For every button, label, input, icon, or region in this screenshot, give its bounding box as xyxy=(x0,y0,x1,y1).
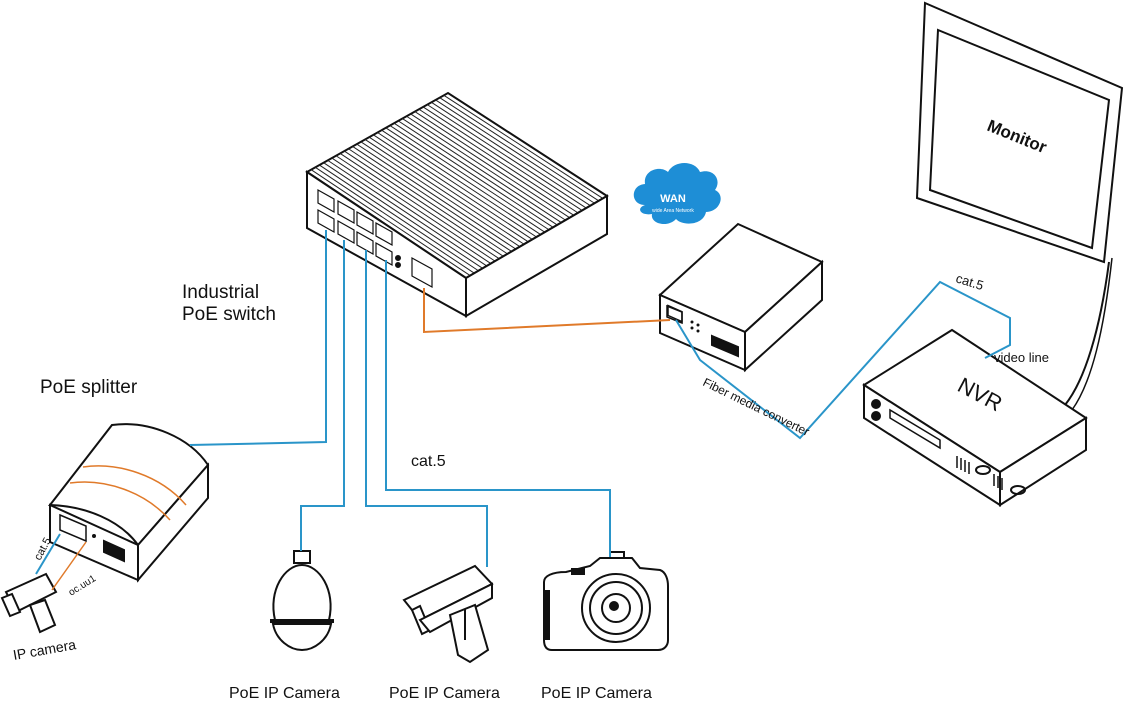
poe-camera-2-label: PoE IP Camera xyxy=(389,685,500,702)
heat-sink-fin xyxy=(389,125,550,231)
oc-splitter-label: oc.uu1 xyxy=(67,573,99,598)
wan-subtitle: wide Area Network xyxy=(652,208,694,214)
heat-sink-fin xyxy=(443,94,604,199)
cable-splitter-fiber xyxy=(51,541,87,591)
heat-sink-fin xyxy=(431,101,591,207)
splitter-label: PoE splitter xyxy=(40,377,138,398)
poe-splitter-icon xyxy=(48,423,210,583)
heat-sink-fin xyxy=(356,143,517,250)
poe-switch-icon xyxy=(305,91,609,318)
heat-sink-fin xyxy=(435,99,595,204)
cable-switch-converter xyxy=(423,288,671,334)
heat-sink-fin xyxy=(319,164,479,272)
dome-camera-icon xyxy=(270,550,334,652)
heat-sink-fin xyxy=(335,155,496,262)
heat-sink-fin xyxy=(360,141,521,248)
cable-splitter xyxy=(189,230,327,446)
heat-sink-fin xyxy=(315,166,475,274)
heat-sink-fin xyxy=(352,146,512,252)
cable-bullet xyxy=(365,250,488,567)
heat-sink-fin xyxy=(344,150,504,257)
heat-sink-fin xyxy=(381,129,541,236)
cable-converter-nvr xyxy=(675,280,1011,440)
heat-sink-fin xyxy=(368,136,529,243)
cable-dslr xyxy=(385,260,611,557)
heat-sink-fin xyxy=(373,134,533,240)
fiber-converter-label: Fiber media converter xyxy=(701,375,812,439)
heat-sink-fin xyxy=(402,118,562,223)
heat-sink-fin xyxy=(348,148,508,255)
cable-dome xyxy=(300,240,345,551)
heat-sink-fin xyxy=(414,111,575,216)
ethernet-cables xyxy=(35,230,1011,575)
heat-sink-fin xyxy=(393,122,554,228)
video-line-label: video line xyxy=(994,350,1049,365)
heat-sink-fin xyxy=(385,127,546,233)
ip-camera-label: IP camera xyxy=(12,636,78,663)
nvr-icon xyxy=(862,328,1088,507)
poe-camera-1-label: PoE IP Camera xyxy=(229,685,340,702)
dslr-camera-icon xyxy=(543,551,669,651)
heat-sink-fin xyxy=(364,139,525,245)
cable-splitter-camera xyxy=(35,533,61,575)
heat-sink-fin xyxy=(327,159,488,267)
poe-camera-3-label: PoE IP Camera xyxy=(541,685,652,702)
heat-sink-fin xyxy=(406,115,566,221)
switch-label-line1: Industrial xyxy=(182,282,260,303)
wan-cloud-icon: WAN wide Area Network xyxy=(633,163,721,225)
heat-sink-fin xyxy=(418,108,579,214)
bullet-camera-icon xyxy=(402,564,494,664)
heat-sink-fin xyxy=(426,104,587,209)
fiber-media-converter-icon xyxy=(658,222,824,373)
heat-sink-fin xyxy=(397,120,558,226)
cat5-nvr-label: cat.5 xyxy=(954,271,985,294)
monitor-icon xyxy=(915,1,1124,411)
heat-sink-fin xyxy=(331,157,492,264)
heat-sink-fin xyxy=(377,132,537,238)
wan-title: WAN xyxy=(660,193,686,205)
switch-label-line2: PoE switch xyxy=(182,304,276,325)
heat-sink-fin xyxy=(310,169,471,277)
heat-sink-fin xyxy=(439,97,599,202)
fiber-cables xyxy=(51,288,671,591)
ip-camera-icon xyxy=(0,572,58,634)
heat-sink-fin xyxy=(339,152,500,260)
cat5-main-label: cat.5 xyxy=(411,453,446,470)
heat-sink-fin xyxy=(422,106,583,211)
heat-sink-fin xyxy=(410,113,570,219)
heat-sink-fin xyxy=(323,162,483,269)
